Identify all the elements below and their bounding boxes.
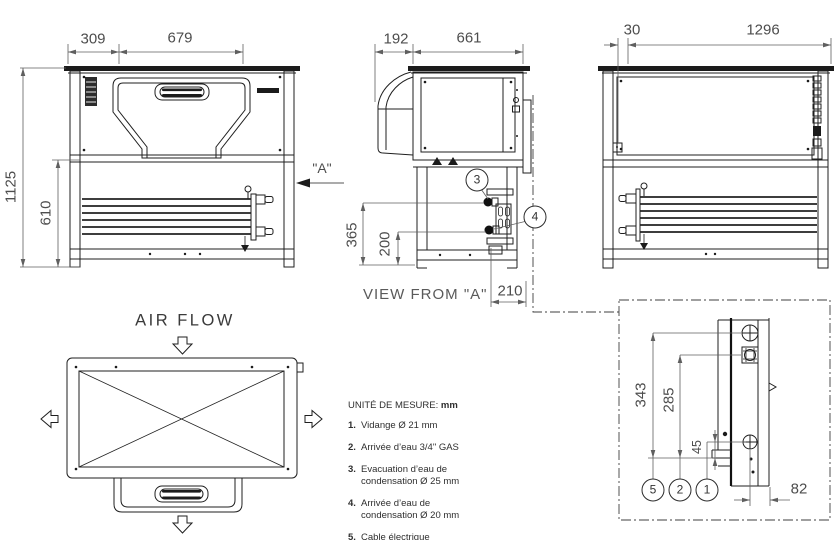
dim-detail-343-label: 343 xyxy=(632,382,650,408)
callout-4: 4 xyxy=(523,205,547,229)
front-handle xyxy=(154,83,210,101)
air-vent-icon xyxy=(244,185,252,193)
front-label-plate xyxy=(257,88,279,93)
legend-item-5: 5. Cable électrique xyxy=(348,532,430,540)
dim-side-200-label: 200 xyxy=(376,231,394,257)
callout-2: 2 xyxy=(668,478,692,502)
dim-detail-285-label: 285 xyxy=(660,387,678,413)
section-a-label: "A" xyxy=(312,160,332,176)
dim-detail-45-label: 45 xyxy=(690,440,704,454)
rear-dimensions xyxy=(604,38,832,143)
front-dimensions xyxy=(20,44,344,268)
legend: UNITÉ DE MESURE: mm 1. Vidange Ø 21 mm 2… xyxy=(348,400,470,540)
terminal-strip xyxy=(811,75,823,160)
dim-front-1125-label: 1125 xyxy=(2,170,20,204)
legend-item-4: 4. Arrivée d’eau de condensation Ø 20 mm xyxy=(348,498,460,521)
detail-dimensions xyxy=(648,332,790,506)
dim-side-365-label: 365 xyxy=(343,222,361,248)
detail-view xyxy=(618,299,831,521)
legend-title: UNITÉ DE MESURE: mm xyxy=(348,400,458,411)
airflow-arrow-left-icon xyxy=(40,409,59,429)
dim-side-192-label: 192 xyxy=(383,30,409,48)
top-handle xyxy=(154,485,209,503)
airflow-arrow-right-icon xyxy=(304,409,323,429)
callout-1: 1 xyxy=(695,478,719,502)
front-grille xyxy=(85,77,97,106)
airflow-arrow-top-icon xyxy=(171,336,194,355)
rear-coil-pipes xyxy=(618,182,817,250)
water-inlet-fitting xyxy=(741,346,759,364)
connection-plate xyxy=(711,318,778,487)
callout-3: 3 xyxy=(465,168,489,192)
front-view xyxy=(20,44,344,268)
view-from-a-label: VIEW FROM "A" xyxy=(363,286,488,303)
drain-arrow-icon xyxy=(241,245,249,252)
side-electric-box xyxy=(522,99,532,174)
rear-view xyxy=(598,38,834,269)
front-bellmouth-panel xyxy=(112,77,251,159)
cable-gland-fitting xyxy=(741,324,759,342)
cable-inlet-clip xyxy=(612,142,623,153)
front-coil-pipes xyxy=(82,185,274,252)
legend-item-2: 2. Arrivée d’eau 3/4" GAS xyxy=(348,442,459,453)
callout-5: 5 xyxy=(641,478,665,502)
dim-front-610-label: 610 xyxy=(37,200,55,226)
side-view xyxy=(359,44,619,313)
dim-rear-30-label: 30 xyxy=(623,21,641,39)
airflow-label: AIR FLOW xyxy=(135,311,235,330)
side-dimensions xyxy=(359,44,528,307)
condensate-fittings xyxy=(483,188,514,255)
top-view xyxy=(40,336,323,534)
legend-item-1: 1. Vidange Ø 21 mm xyxy=(348,420,438,431)
legend-item-3: 3. Evacuation d’eau de condensation Ø 25… xyxy=(348,464,460,487)
side-hood xyxy=(377,71,414,156)
dim-front-309-label: 309 xyxy=(80,30,106,48)
dim-rear-1296-label: 1296 xyxy=(746,21,780,39)
dim-detail-82-label: 82 xyxy=(790,480,808,498)
detail-leader-line xyxy=(532,95,619,313)
section-a-arrow-icon xyxy=(296,178,310,188)
dim-front-679-label: 679 xyxy=(167,29,193,47)
dim-side-210-label: 210 xyxy=(497,282,523,300)
airflow-arrow-bottom-icon xyxy=(171,515,194,534)
dim-side-661-label: 661 xyxy=(456,29,482,47)
